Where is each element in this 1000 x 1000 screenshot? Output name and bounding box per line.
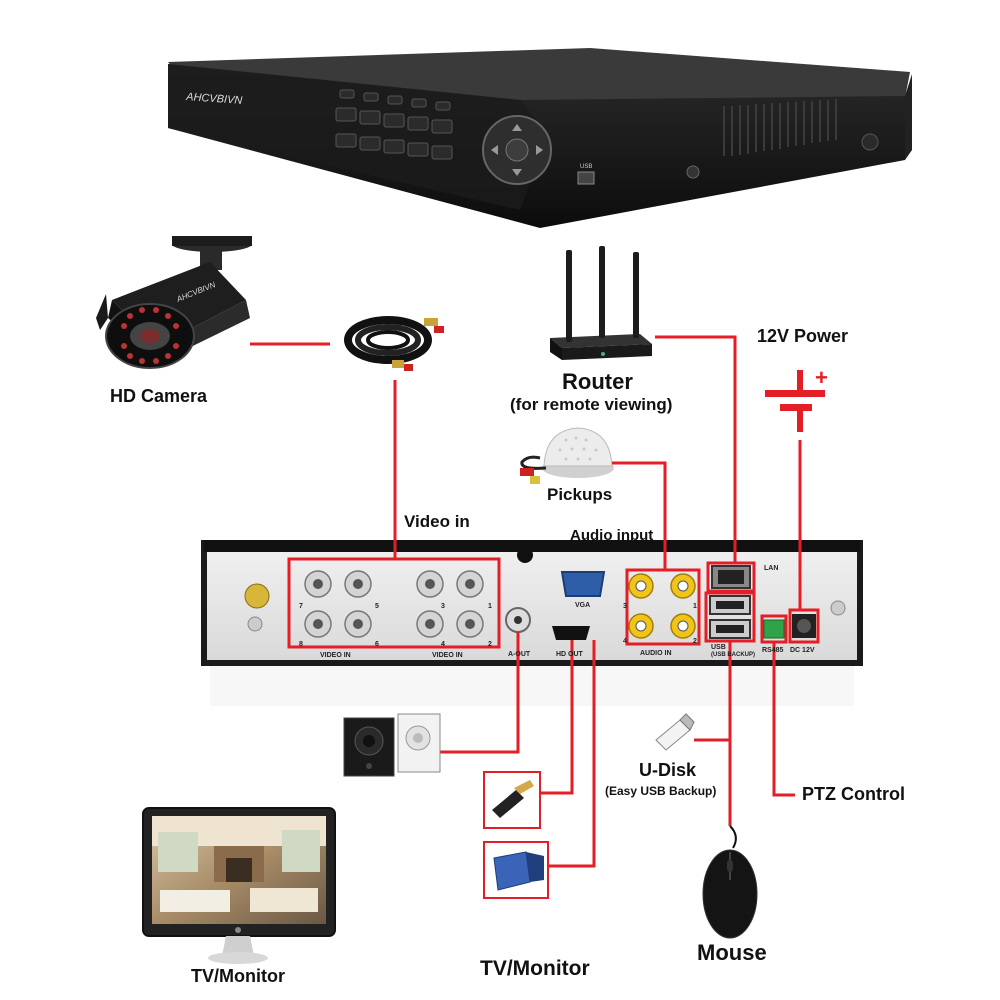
rca-connectors — [628, 573, 696, 639]
rca-number-3: 4 — [623, 638, 627, 645]
hd-out-text: HD OUT — [556, 651, 584, 658]
video-in-text-2: VIDEO IN — [432, 652, 463, 659]
rca-number-2: 1 — [693, 603, 697, 610]
router-label: Router — [562, 369, 633, 394]
dc12v-text: DC 12V — [790, 647, 815, 654]
power-symbol-icon — [765, 370, 825, 432]
router-icon — [550, 246, 652, 360]
router-sublabel: (for remote viewing) — [510, 395, 673, 414]
mouse-label: Mouse — [697, 940, 767, 965]
a-out-text: A-OUT — [508, 651, 531, 658]
hdmi-cable-icon — [483, 771, 541, 829]
bnc-cable-icon — [344, 316, 444, 371]
video-in-label: Video in — [404, 512, 470, 531]
power-plus: + — [815, 365, 828, 390]
nav-pad — [482, 115, 552, 185]
monitor-left-label: TV/Monitor — [191, 966, 285, 986]
monitor-center-label: TV/Monitor — [480, 957, 590, 980]
front-vents — [723, 99, 837, 156]
ptz-label: PTZ Control — [802, 784, 905, 804]
monitor-icon — [142, 807, 336, 964]
rs485-text: RS485 — [762, 647, 784, 654]
pickup-microphone-icon — [520, 427, 614, 484]
rca-number-4: 2 — [693, 638, 697, 645]
audio-input-label: Audio input — [570, 527, 654, 544]
udisk-sublabel: (Easy USB Backup) — [605, 784, 717, 798]
camera-icon — [96, 236, 252, 369]
camera-label: HD Camera — [110, 386, 208, 406]
bnc-number-5: 3 — [441, 603, 445, 610]
vga-text: VGA — [575, 602, 590, 609]
dvr-brand: AHCVBIVN — [185, 91, 243, 107]
bnc-number-1: 7 — [299, 603, 303, 610]
panel-texts: 7 5 8 6 3 1 4 2 VIDEO IN VIDEO IN VGA A-… — [299, 565, 815, 659]
lan-text: LAN — [764, 565, 778, 572]
dvr-unit — [168, 48, 912, 228]
bnc-number-4: 6 — [375, 641, 379, 648]
vga-cable-icon — [483, 841, 549, 899]
bnc-number-2: 5 — [375, 603, 379, 610]
udisk-label: U-Disk — [639, 760, 697, 780]
dvr-usb-text: USB — [580, 164, 592, 170]
bnc-number-6: 1 — [488, 603, 492, 610]
connector-lines — [250, 335, 802, 868]
video-in-text-1: VIDEO IN — [320, 652, 351, 659]
front-buttons — [335, 89, 453, 160]
bnc-number-3: 8 — [299, 641, 303, 648]
usb-disk-icon — [655, 713, 695, 751]
rca-number-1: 3 — [623, 603, 627, 610]
speakers-icon — [343, 713, 441, 777]
usb-text: USB — [711, 644, 726, 651]
mouse-icon — [702, 825, 758, 939]
usb-backup-text: (USB BACKUP) — [711, 652, 755, 658]
bnc-number-8: 2 — [488, 641, 492, 648]
pickups-label: Pickups — [547, 485, 613, 504]
power-label: 12V Power — [757, 326, 849, 346]
audio-in-text: AUDIO IN — [640, 650, 672, 657]
rear-panel — [201, 540, 863, 706]
bnc-number-7: 4 — [441, 641, 445, 648]
